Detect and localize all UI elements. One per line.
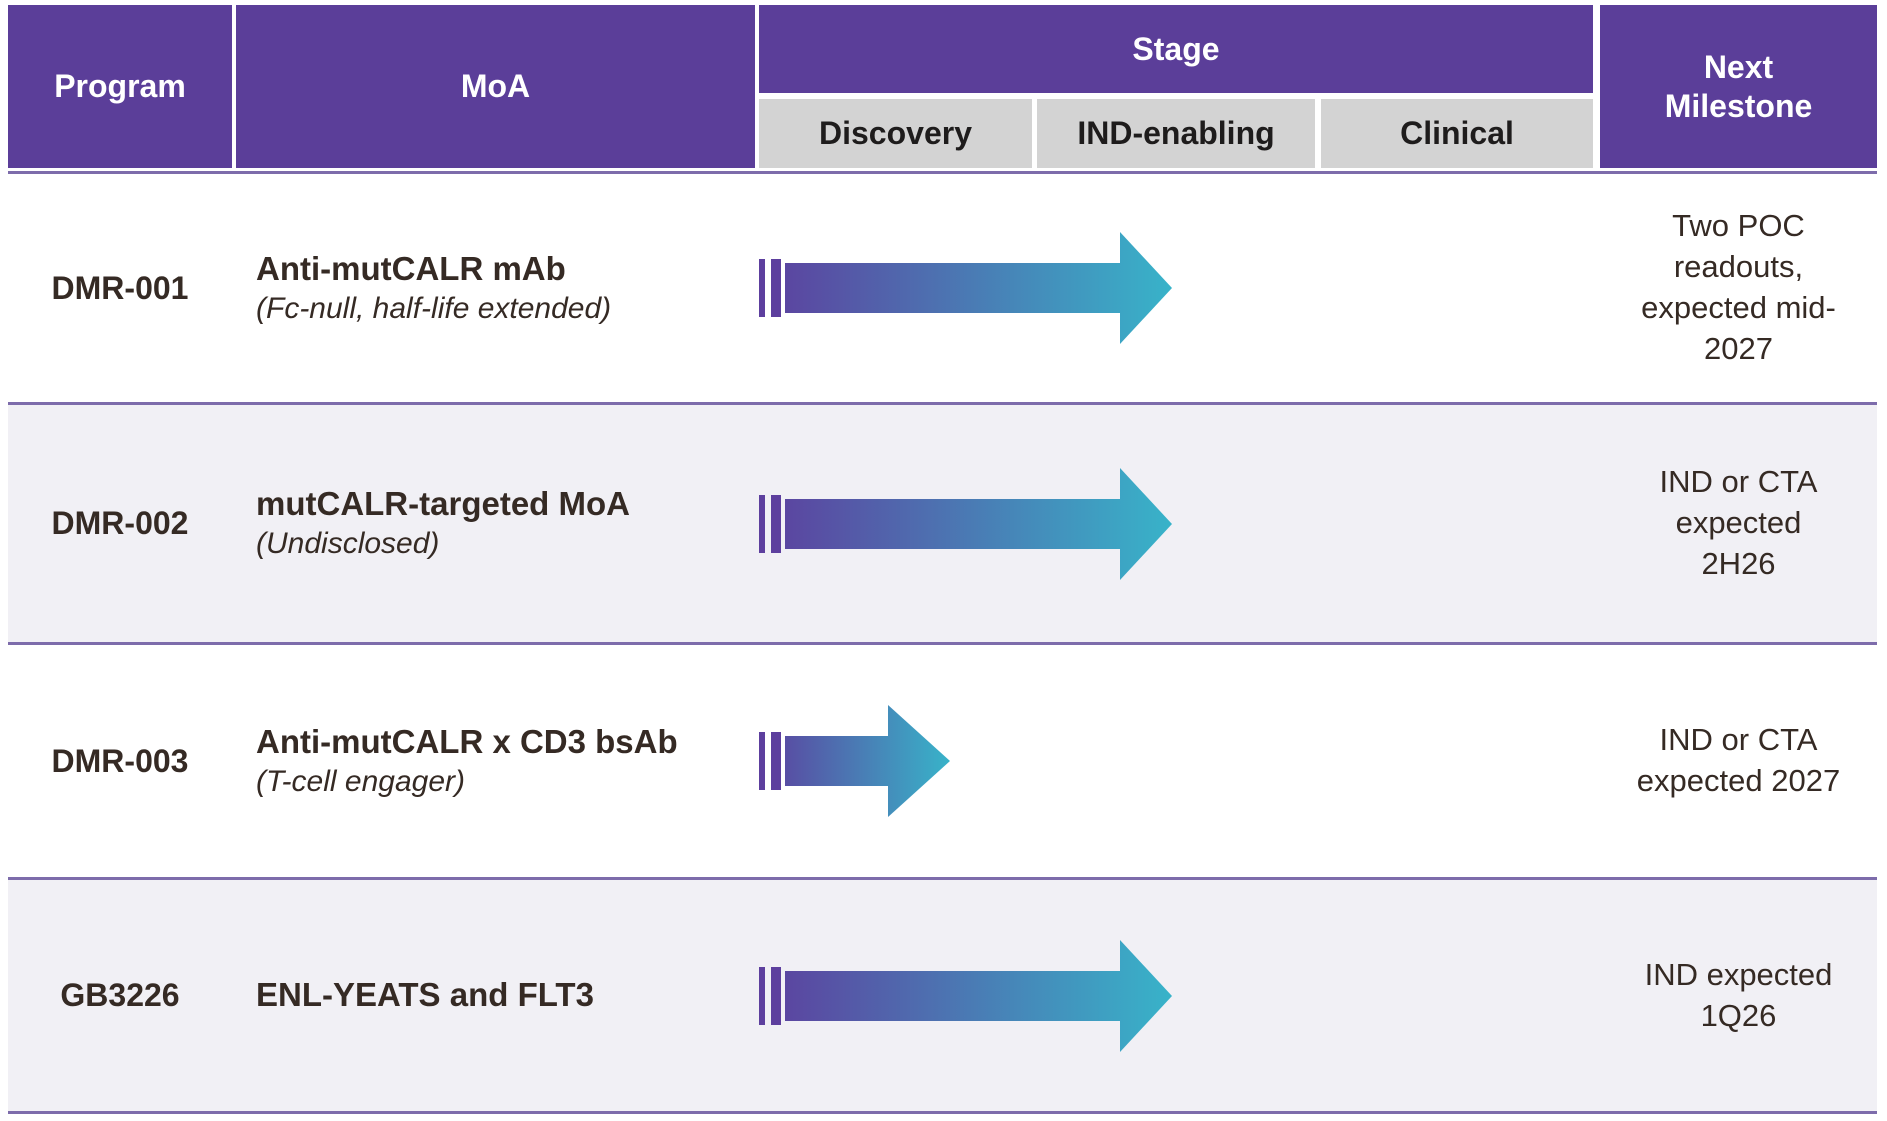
pipeline-row-gb3226: GB3226 ENL-YEATS and FLT3 IND expected 1…	[8, 880, 1877, 1111]
moa-note: (T-cell engager)	[256, 764, 465, 798]
moa-cell: mutCALR-targeted MoA (Undisclosed)	[256, 405, 756, 642]
moa-title: ENL-YEATS and FLT3	[256, 976, 594, 1014]
moa-cell: Anti-mutCALR x CD3 bsAb (T-cell engager)	[256, 645, 756, 877]
row-divider	[8, 877, 1877, 880]
stage-arrow	[759, 880, 1172, 1111]
header-moa-cell: MoA	[236, 5, 755, 168]
stage-arrow	[759, 174, 1172, 402]
stage-arrow	[759, 405, 1172, 642]
moa-note: (Undisclosed)	[256, 527, 440, 561]
header-next-milestone-cell: Next Milestone	[1600, 5, 1877, 168]
header-program-cell: Program	[8, 5, 232, 168]
milestone-text: IND or CTA expected 2027	[1636, 722, 1841, 798]
pipeline-row-dmr-002: DMR-002 mutCALR-targeted MoA (Undisclose…	[8, 405, 1877, 642]
row-divider	[8, 1111, 1877, 1114]
moa-note: (Fc-null, half-life extended)	[256, 291, 612, 325]
milestone-text: IND expected 1Q26	[1644, 956, 1833, 1033]
header-stage-cell: Stage	[759, 5, 1593, 93]
row-divider	[8, 402, 1877, 405]
moa-cell: Anti-mutCALR mAb (Fc-null, half-life ext…	[256, 174, 756, 402]
subheader-discovery: Discovery	[759, 99, 1032, 168]
milestone-text: Two POC readouts, expected mid- 2027	[1641, 208, 1836, 366]
pipeline-row-dmr-003: DMR-003 Anti-mutCALR x CD3 bsAb (T-cell …	[8, 645, 1877, 877]
program-code: DMR-002	[51, 505, 189, 541]
stage-arrow	[759, 645, 950, 877]
moa-cell: ENL-YEATS and FLT3	[256, 880, 756, 1111]
program-code: GB3226	[60, 977, 180, 1013]
milestone-text: IND or CTA expected 2H26	[1659, 464, 1818, 581]
row-divider	[8, 642, 1877, 645]
subheader-clinical: Clinical	[1321, 99, 1593, 168]
moa-title: Anti-mutCALR mAb	[256, 249, 566, 287]
program-code: DMR-001	[51, 269, 189, 306]
subheader-ind-enabling: IND-enabling	[1037, 99, 1315, 168]
moa-title: mutCALR-targeted MoA	[256, 485, 630, 523]
pipeline-row-dmr-001: DMR-001 Anti-mutCALR mAb (Fc-null, half-…	[8, 174, 1877, 402]
program-code: DMR-003	[51, 742, 189, 779]
row-divider	[8, 171, 1877, 174]
moa-title: Anti-mutCALR x CD3 bsAb	[256, 722, 678, 760]
